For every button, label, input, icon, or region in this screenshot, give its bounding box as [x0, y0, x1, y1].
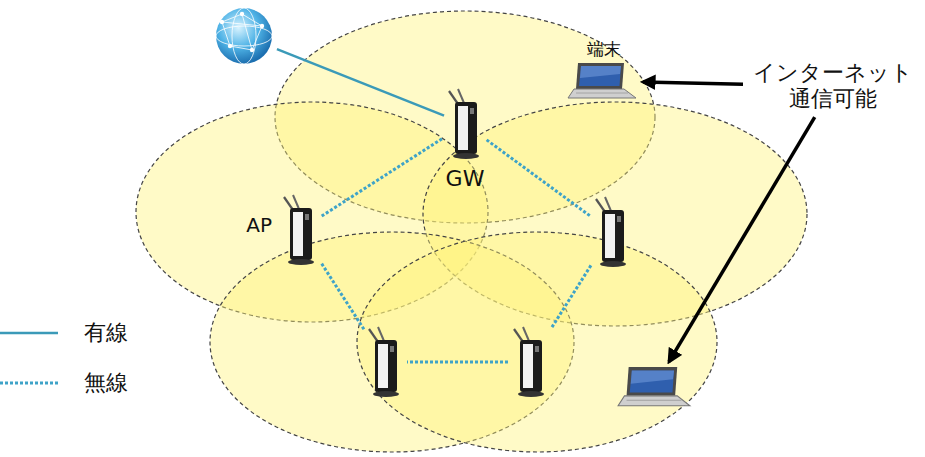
wireless-link — [487, 140, 591, 216]
ap-icon — [445, 88, 485, 160]
legend-label: 有線 — [84, 320, 128, 346]
callout-arrow — [643, 82, 743, 84]
coverage-ellipse — [357, 232, 717, 452]
node-label: 端末 — [587, 39, 621, 59]
terminal-laptop: 端末 — [566, 62, 638, 100]
callout-text: インターネット 通信可能 — [748, 60, 918, 113]
legend-item: 有線 — [0, 318, 128, 348]
internet-globe — [212, 6, 276, 66]
wireless-link — [321, 263, 364, 330]
legend-item: 無線 — [0, 368, 128, 398]
wireless-link — [322, 138, 444, 216]
access-point: AP — [280, 194, 320, 266]
callout-arrow — [669, 117, 815, 362]
legend: 有線無線 — [0, 318, 128, 418]
ap-icon — [510, 326, 550, 398]
node-label: インターネット 通信可能 — [748, 60, 918, 113]
access-point — [510, 326, 550, 398]
wired-link — [277, 49, 444, 116]
node-label: AP — [246, 213, 272, 237]
legend-sample — [0, 323, 62, 343]
legend-sample — [0, 373, 62, 393]
gateway-ap: GW — [445, 88, 485, 160]
legend-label: 無線 — [84, 370, 128, 396]
access-point — [365, 326, 405, 398]
ap-icon — [592, 196, 632, 268]
ap-icon — [280, 194, 320, 266]
wireless-link — [407, 361, 508, 364]
node-label: GW — [446, 166, 485, 192]
wireless-link — [551, 265, 591, 328]
access-point — [592, 196, 632, 268]
laptop-icon — [566, 62, 638, 100]
terminal-laptop — [616, 366, 692, 408]
ap-icon — [365, 326, 405, 398]
globe-icon — [212, 6, 276, 66]
laptop-icon — [616, 366, 692, 408]
